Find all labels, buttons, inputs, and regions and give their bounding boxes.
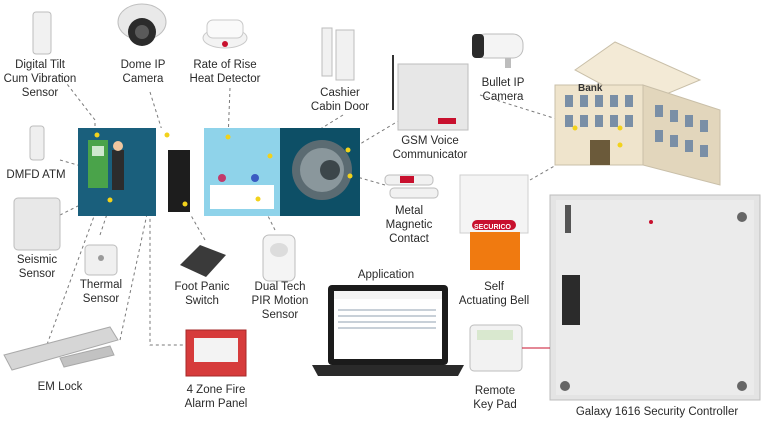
label-line: Cum Vibration (3, 73, 77, 85)
label-line: Sensor (261, 309, 299, 321)
label-digital-tilt-sensor: Digital Tilt Cum Vibration Sensor (0, 58, 80, 100)
label-line: 4 Zone Fire (186, 384, 246, 396)
gsm-communicator-device (392, 55, 469, 131)
label-remote-key-pad: Remote Key Pad (462, 384, 528, 412)
label-line: DMFD ATM (6, 169, 66, 181)
label-line: Seismic (16, 254, 58, 266)
label-line: Bullet IP (481, 77, 525, 89)
label-line: Dome IP (120, 59, 166, 71)
dome-camera-device (117, 3, 167, 46)
label-line: Sensor (21, 87, 59, 99)
label-foot-panic-switch: Foot Panic Switch (164, 280, 240, 308)
bank-scene-panel (78, 128, 360, 216)
bullet-camera-device (472, 33, 524, 68)
bank-sign: Bank (578, 83, 603, 94)
label-dmfd-atm: DMFD ATM (0, 168, 72, 182)
label-line: Digital Tilt (15, 59, 65, 71)
controller-device (549, 194, 761, 401)
label-line: Switch (185, 295, 219, 307)
label-cashier-cabin-door: Cashier Cabin Door (300, 86, 380, 114)
label-line: Foot Panic (174, 281, 230, 293)
label-seismic-sensor: Seismic Sensor (4, 253, 70, 281)
label-application: Application (348, 268, 424, 282)
label-line: Key Pad (473, 399, 517, 411)
label-line: Thermal (79, 279, 123, 291)
label-thermal-sensor: Thermal Sensor (66, 278, 136, 306)
label-bullet-ip-camera: Bullet IP Camera (470, 76, 536, 104)
tilt-sensor-device (32, 11, 52, 55)
label-galaxy-controller: Galaxy 1616 Security Controller (552, 405, 762, 419)
em-lock-device (3, 326, 119, 371)
label-pir-motion-sensor: Dual Tech PIR Motion Sensor (242, 280, 318, 322)
bell-brand-mark: SECURICO (474, 224, 511, 231)
label-heat-detector: Rate of Rise Heat Detector (180, 58, 270, 86)
bell-device (459, 174, 529, 270)
label-line: Magnetic (385, 219, 433, 231)
seismic-sensor-device (13, 197, 61, 251)
bank-building (554, 41, 721, 186)
label-line: Remote (474, 385, 516, 397)
label-line: Heat Detector (189, 73, 261, 85)
label-dome-ip-camera: Dome IP Camera (108, 58, 178, 86)
heat-detector-device (202, 19, 248, 49)
label-line: Camera (482, 91, 524, 103)
label-line: Cabin Door (310, 101, 370, 113)
label-line: Communicator (392, 149, 468, 161)
label-line: Sensor (18, 268, 56, 280)
fire-panel-device (185, 329, 247, 377)
keypad-device (469, 324, 523, 372)
label-line: Dual Tech (254, 281, 306, 293)
pir-sensor-device (262, 234, 296, 282)
label-line: PIR Motion (251, 295, 309, 307)
label-line: Actuating Bell (458, 295, 530, 307)
label-line: Camera (122, 73, 164, 85)
label-line: Rate of Rise (193, 59, 257, 71)
label-line: Contact (389, 233, 429, 245)
cashier-door-contact-device (321, 27, 355, 81)
label-line: Alarm Panel (184, 398, 248, 410)
label-line: EM Lock (37, 381, 83, 393)
label-line: Galaxy 1616 Security Controller (575, 406, 739, 418)
label-line: Sensor (82, 293, 120, 305)
label-fire-alarm-panel: 4 Zone Fire Alarm Panel (172, 383, 260, 411)
laptop-device (312, 285, 464, 376)
label-line: GSM Voice (401, 135, 459, 147)
label-metal-magnetic-contact: Metal Magnetic Contact (376, 204, 442, 246)
foot-panic-device (180, 245, 226, 277)
label-self-actuating-bell: Self Actuating Bell (452, 280, 536, 308)
dmfd-sensor-device (29, 125, 45, 161)
label-line: Application (357, 269, 415, 281)
thermal-sensor-device (84, 244, 118, 276)
label-line: Self (484, 281, 504, 293)
label-line: Metal (394, 205, 424, 217)
magnetic-contact-device (384, 174, 439, 199)
label-em-lock: EM Lock (30, 380, 90, 394)
label-line: Cashier (320, 87, 360, 99)
label-gsm-communicator: GSM Voice Communicator (385, 134, 475, 162)
